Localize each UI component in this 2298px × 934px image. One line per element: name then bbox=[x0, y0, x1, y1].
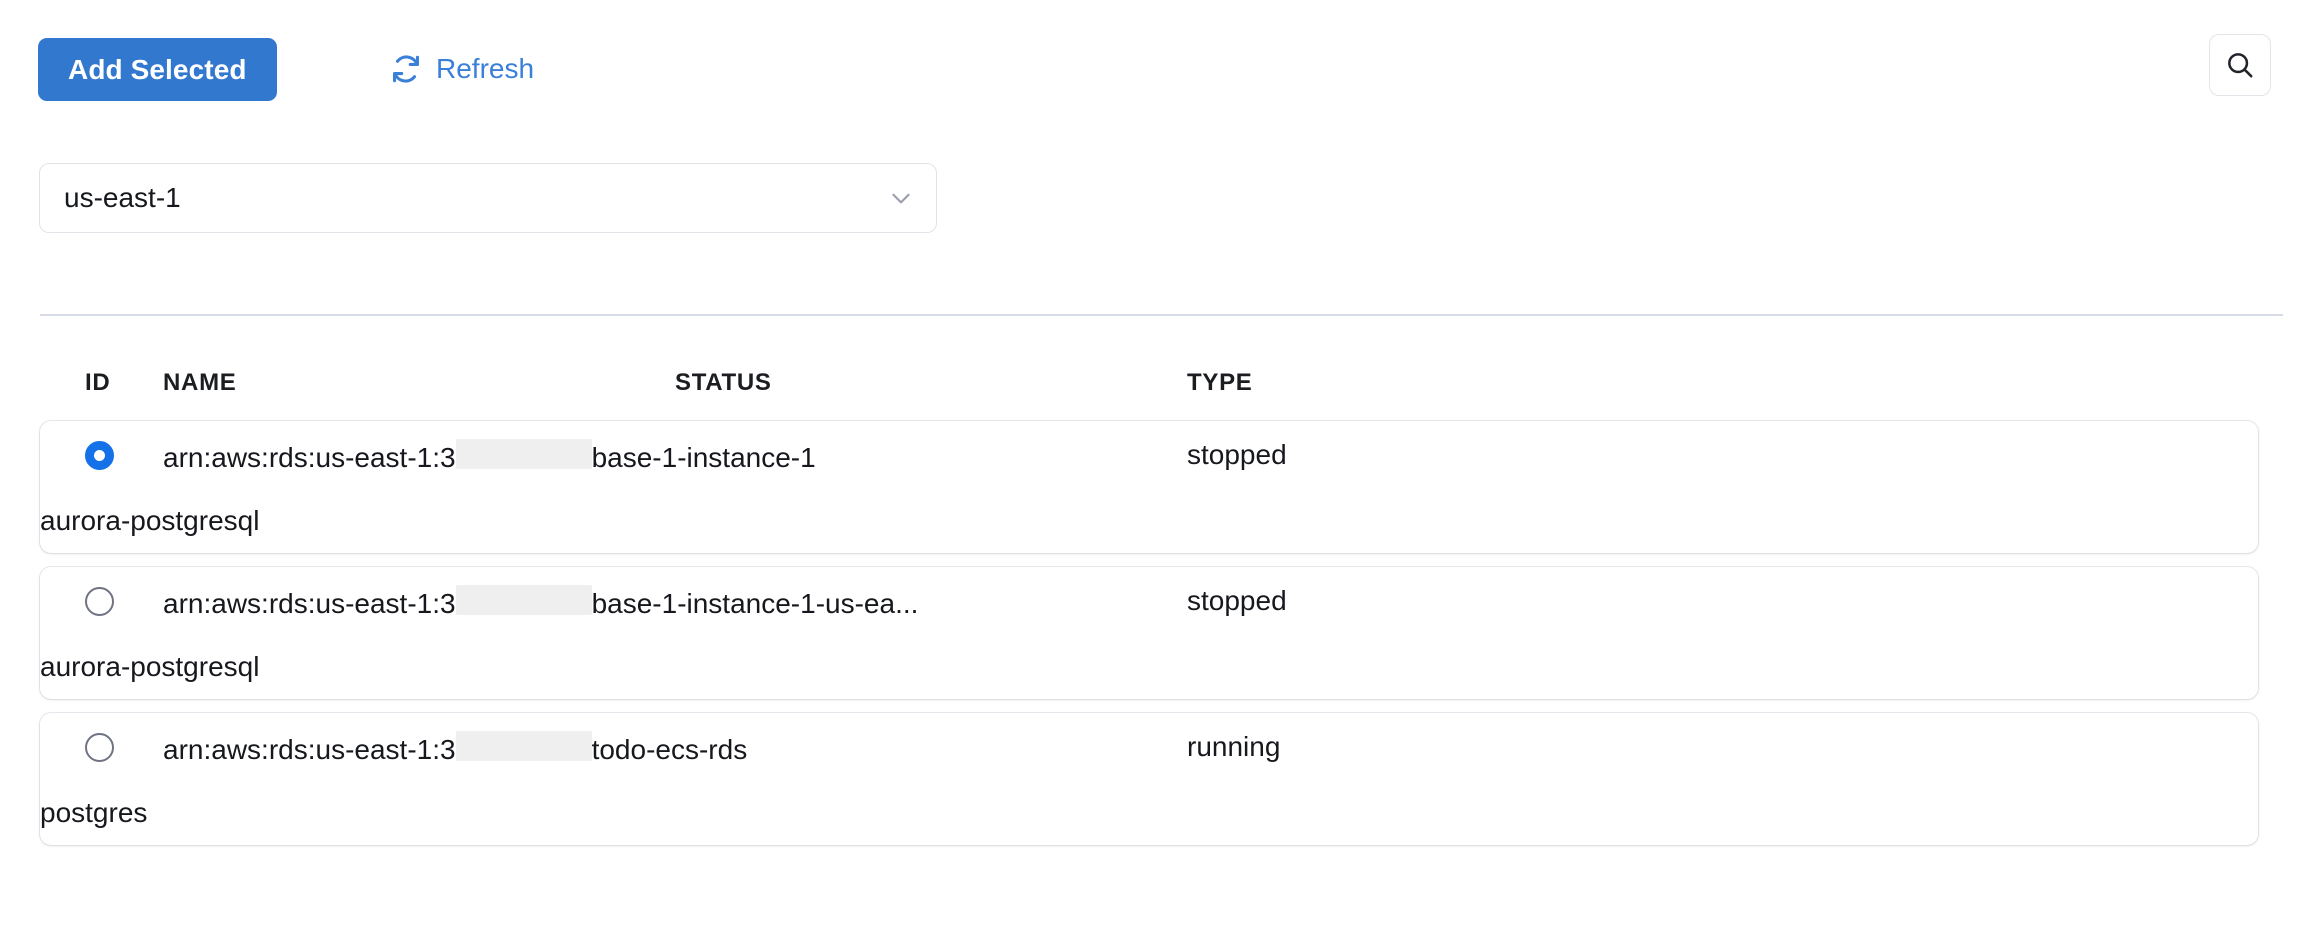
cell-id: arn:aws:rds:us-east-1:3 base-1-instance-1 bbox=[163, 437, 816, 474]
id-prefix: arn:aws:rds:us-east-1:3 bbox=[163, 441, 456, 473]
cell-type: aurora-postgresql bbox=[40, 651, 260, 683]
section-divider bbox=[40, 314, 2283, 316]
search-icon bbox=[2224, 49, 2256, 81]
id-suffix: base-1-instance-1 bbox=[591, 441, 816, 473]
cell-status: stopped bbox=[1187, 439, 1287, 471]
table-header-row: ID NAME STATUS TYPE bbox=[0, 345, 2298, 421]
cell-id: arn:aws:rds:us-east-1:3 base-1-instance-1… bbox=[163, 583, 918, 620]
cell-type: postgres bbox=[40, 797, 148, 829]
add-selected-button[interactable]: Add Selected bbox=[38, 38, 277, 101]
radio-button[interactable] bbox=[85, 732, 114, 762]
region-select-value: us-east-1 bbox=[64, 184, 181, 212]
cell-status: running bbox=[1187, 731, 1281, 763]
search-button[interactable] bbox=[2209, 34, 2271, 96]
table-body: arn:aws:rds:us-east-1:3 base-1-instance-1… bbox=[0, 421, 2298, 845]
column-header-type: TYPE bbox=[1187, 369, 1253, 396]
cell-status: stopped bbox=[1187, 585, 1287, 617]
table-row[interactable]: arn:aws:rds:us-east-1:3 todo-ecs-rds runni… bbox=[40, 713, 2258, 845]
row-select-cell[interactable] bbox=[40, 586, 163, 616]
toolbar: Add Selected Refresh bbox=[0, 0, 2298, 120]
table-row[interactable]: arn:aws:rds:us-east-1:3 base-1-instance-1… bbox=[40, 567, 2258, 699]
id-redacted-segment bbox=[455, 584, 592, 615]
chevron-down-icon bbox=[888, 185, 914, 211]
radio-button[interactable] bbox=[85, 586, 114, 616]
refresh-icon bbox=[390, 53, 422, 85]
row-select-cell[interactable] bbox=[40, 732, 163, 762]
id-prefix: arn:aws:rds:us-east-1:3 bbox=[163, 733, 456, 765]
refresh-label: Refresh bbox=[436, 53, 535, 84]
column-header-status: STATUS bbox=[675, 369, 772, 396]
column-header-name: NAME bbox=[163, 369, 237, 396]
instances-table: ID NAME STATUS TYPE arn:aws:rds:us-east-… bbox=[0, 345, 2298, 859]
cell-id: arn:aws:rds:us-east-1:3 todo-ecs-rds bbox=[163, 729, 747, 766]
table-row[interactable]: arn:aws:rds:us-east-1:3 base-1-instance-1… bbox=[40, 421, 2258, 553]
id-prefix: arn:aws:rds:us-east-1:3 bbox=[163, 587, 456, 619]
id-redacted-segment bbox=[455, 438, 592, 469]
region-select[interactable]: us-east-1 bbox=[39, 163, 937, 233]
row-select-cell[interactable] bbox=[40, 440, 163, 470]
id-suffix: todo-ecs-rds bbox=[591, 733, 748, 765]
refresh-button[interactable]: Refresh bbox=[390, 40, 534, 98]
radio-button-selected[interactable] bbox=[85, 440, 114, 470]
column-header-id: ID bbox=[85, 369, 111, 396]
id-suffix: base-1-instance-1-us-ea... bbox=[591, 587, 919, 619]
id-redacted-segment bbox=[455, 730, 592, 761]
cell-type: aurora-postgresql bbox=[40, 505, 260, 537]
